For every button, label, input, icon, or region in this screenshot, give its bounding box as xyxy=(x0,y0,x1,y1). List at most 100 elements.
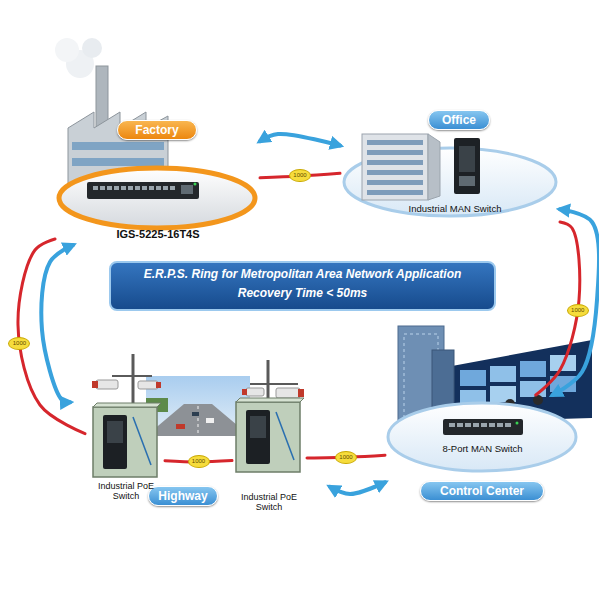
switch-panel xyxy=(107,421,123,443)
car xyxy=(176,424,185,429)
screen xyxy=(460,370,486,386)
failover-arrow xyxy=(553,209,599,395)
operator xyxy=(533,395,543,405)
factory-windows xyxy=(72,158,164,166)
factory-windows xyxy=(72,142,164,150)
title-banner xyxy=(110,262,495,310)
device-caption: 8-Port MAN Switch xyxy=(425,443,540,454)
cable xyxy=(133,417,151,465)
screen xyxy=(490,366,516,382)
switch-led xyxy=(516,422,519,425)
office-building-side xyxy=(428,134,440,200)
screen xyxy=(520,361,546,377)
camera-lens xyxy=(242,389,247,395)
platform-ellipse xyxy=(388,403,576,471)
failover-arrow xyxy=(41,245,73,402)
device-caption: Industrial PoE Switch xyxy=(97,481,155,501)
smoke xyxy=(55,38,79,62)
car xyxy=(206,418,214,423)
switch-port xyxy=(489,423,495,427)
pole-arm xyxy=(112,375,152,377)
switch-led xyxy=(194,183,197,186)
cabinet-box xyxy=(236,402,300,472)
site-platform: Control Center 8-Port MAN Switch xyxy=(385,395,580,505)
site-tab: Control Center xyxy=(420,481,544,501)
pole xyxy=(267,360,270,404)
switch-port xyxy=(93,186,98,190)
link-speed: 1000 xyxy=(567,304,589,317)
office-windows xyxy=(367,160,423,165)
switch-port xyxy=(170,186,175,190)
switch-port xyxy=(473,423,479,427)
link-speed: 1000 xyxy=(335,451,357,464)
site-group: HighwayIndustrial PoE SwitchIndustrial P… xyxy=(70,360,330,520)
switch-device xyxy=(443,419,523,435)
switch-port xyxy=(142,186,147,190)
diagram-title: E.R.P.S. Ring for Metropolitan Area Netw… xyxy=(110,267,495,281)
switch-port xyxy=(100,186,105,190)
site-platform: FactoryIGS-5225-16T4S xyxy=(55,120,260,245)
road xyxy=(146,404,250,436)
switch-port xyxy=(497,423,503,427)
switch-device xyxy=(246,410,270,464)
cabinet-roof xyxy=(236,398,304,402)
lane-mark xyxy=(198,406,199,436)
site-platform: OfficeIndustrial MAN Switch xyxy=(340,110,560,222)
ring-link xyxy=(18,239,85,434)
switch-device xyxy=(87,182,199,199)
failover-arrow xyxy=(330,482,385,494)
switch-device xyxy=(103,415,127,469)
platform-ellipse xyxy=(59,168,255,228)
pole-arm xyxy=(250,383,298,385)
recovery-note: Recovery Time < 50ms xyxy=(110,286,495,300)
office-building xyxy=(362,134,428,200)
site-tab: Highway xyxy=(148,486,218,506)
device-caption: Industrial MAN Switch xyxy=(380,203,530,214)
camera-lens xyxy=(156,382,161,388)
office-windows xyxy=(367,190,423,195)
cable xyxy=(276,412,294,460)
office-windows xyxy=(367,150,423,155)
poe-cabinet: Industrial PoE Switch xyxy=(85,405,165,513)
switch-port xyxy=(149,186,154,190)
switch-port xyxy=(156,186,161,190)
switch-port xyxy=(505,423,511,427)
camera xyxy=(96,380,118,389)
office-windows xyxy=(367,140,423,145)
switch-panel xyxy=(459,146,475,172)
switch-port xyxy=(128,186,133,190)
link-speed: 1000 xyxy=(289,169,311,182)
camera xyxy=(138,381,158,389)
switch-port xyxy=(107,186,112,190)
site-tab: Factory xyxy=(117,120,197,140)
camera-lens xyxy=(92,381,98,388)
switch-port xyxy=(163,186,168,190)
chimney xyxy=(96,66,108,128)
cabinet-box xyxy=(93,407,157,477)
smoke xyxy=(82,38,102,58)
cabinet-roof xyxy=(93,403,161,407)
switch-port xyxy=(135,186,140,190)
factory-illustration xyxy=(55,38,168,188)
poe-cabinet: Industrial PoE Switch xyxy=(232,400,307,518)
switch-port xyxy=(181,185,193,194)
camera xyxy=(276,388,300,398)
switch-device xyxy=(454,138,480,194)
switch-port xyxy=(459,176,475,186)
office-windows xyxy=(367,170,423,175)
site-tab: Office xyxy=(428,110,490,130)
device-model: IGS-5225-16T4S xyxy=(73,228,243,240)
switch-port xyxy=(465,423,471,427)
link-speed: 1000 xyxy=(8,337,30,350)
office-windows xyxy=(367,180,423,185)
link-speed: 1000 xyxy=(188,455,210,468)
device-caption: Industrial PoE Switch xyxy=(240,492,298,512)
switch-port xyxy=(114,186,119,190)
camera-lens xyxy=(298,389,304,397)
switch-port xyxy=(481,423,487,427)
car xyxy=(192,412,199,416)
road-photo xyxy=(146,376,250,436)
switch-port xyxy=(121,186,126,190)
